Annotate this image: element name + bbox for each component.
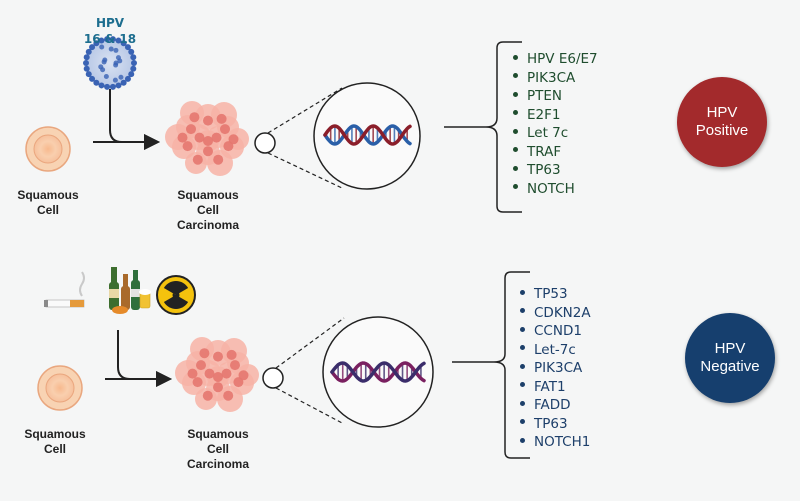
carcinoma-label: Squamous Cell Carcinoma xyxy=(180,427,256,472)
dna-helix-icon xyxy=(323,124,412,146)
list-item: TP53 xyxy=(520,285,591,304)
carcinoma-label: Squamous Cell Carcinoma xyxy=(170,188,246,233)
badge-line: Positive xyxy=(695,122,749,139)
hpv-strain-label: 16 & 18 xyxy=(83,32,137,46)
list-item: TP63 xyxy=(513,161,598,180)
carcinoma-icon xyxy=(165,101,249,176)
list-item: PTEN xyxy=(513,87,598,106)
label-line: Carcinoma xyxy=(176,218,240,232)
list-item: HPV E6/E7 xyxy=(513,50,598,69)
gene-bracket xyxy=(452,271,530,459)
hpv-negative-badge: HPV Negative xyxy=(685,313,775,403)
list-item: CCND1 xyxy=(520,322,591,341)
hpv-positive-badge: HPV Positive xyxy=(677,77,767,167)
risk-to-cell-arrow xyxy=(117,330,172,387)
hpv-type-label: HPV xyxy=(95,16,125,30)
zoom-lines xyxy=(262,316,434,428)
label-line: Cell xyxy=(43,442,66,456)
list-item: FADD xyxy=(520,396,591,415)
label-line: Cell xyxy=(196,203,219,217)
dna-helix-icon xyxy=(330,361,426,383)
list-item: Let 7c xyxy=(513,124,598,143)
radiation-icon xyxy=(156,275,196,315)
squamous-cell-label: Squamous Cell xyxy=(10,188,86,218)
hpv-virus-label: HPV 16 & 18 xyxy=(80,15,140,47)
squamous-cell-icon xyxy=(37,365,83,411)
hpv-negative-gene-list: TP53 CDKN2A CCND1 Let-7c PIK3CA FAT1 FAD… xyxy=(520,285,591,452)
label-line: Cell xyxy=(206,442,229,456)
squamous-cell-label: Squamous Cell xyxy=(17,427,93,457)
badge-line: HPV xyxy=(714,340,746,357)
list-item: PIK3CA xyxy=(513,69,598,88)
label-line: Squamous xyxy=(177,188,239,202)
list-item: Let-7c xyxy=(520,341,591,360)
squamous-cell-icon xyxy=(25,126,71,172)
label-line: Squamous xyxy=(187,427,249,441)
hpv-positive-gene-list: HPV E6/E7 PIK3CA PTEN E2F1 Let 7c TRAF T… xyxy=(513,50,598,198)
badge-line: Negative xyxy=(700,358,760,375)
list-item: NOTCH1 xyxy=(520,433,591,452)
carcinoma-icon xyxy=(175,337,259,412)
label-line: Carcinoma xyxy=(186,457,250,471)
gene-bracket xyxy=(444,41,522,213)
zoom-lines xyxy=(254,82,421,190)
list-item: TP63 xyxy=(520,415,591,434)
hpv-virus-icon xyxy=(83,36,137,90)
label-line: Squamous xyxy=(24,427,86,441)
badge-line: HPV xyxy=(706,104,738,121)
label-line: Cell xyxy=(36,203,59,217)
alcohol-bottles-icon xyxy=(109,267,151,314)
label-line: Squamous xyxy=(17,188,79,202)
list-item: FAT1 xyxy=(520,378,591,397)
list-item: PIK3CA xyxy=(520,359,591,378)
cigarette-icon xyxy=(44,271,85,308)
virus-to-cell-arrow xyxy=(109,89,160,150)
list-item: CDKN2A xyxy=(520,304,591,323)
list-item: NOTCH xyxy=(513,180,598,199)
list-item: TRAF xyxy=(513,143,598,162)
list-item: E2F1 xyxy=(513,106,598,125)
